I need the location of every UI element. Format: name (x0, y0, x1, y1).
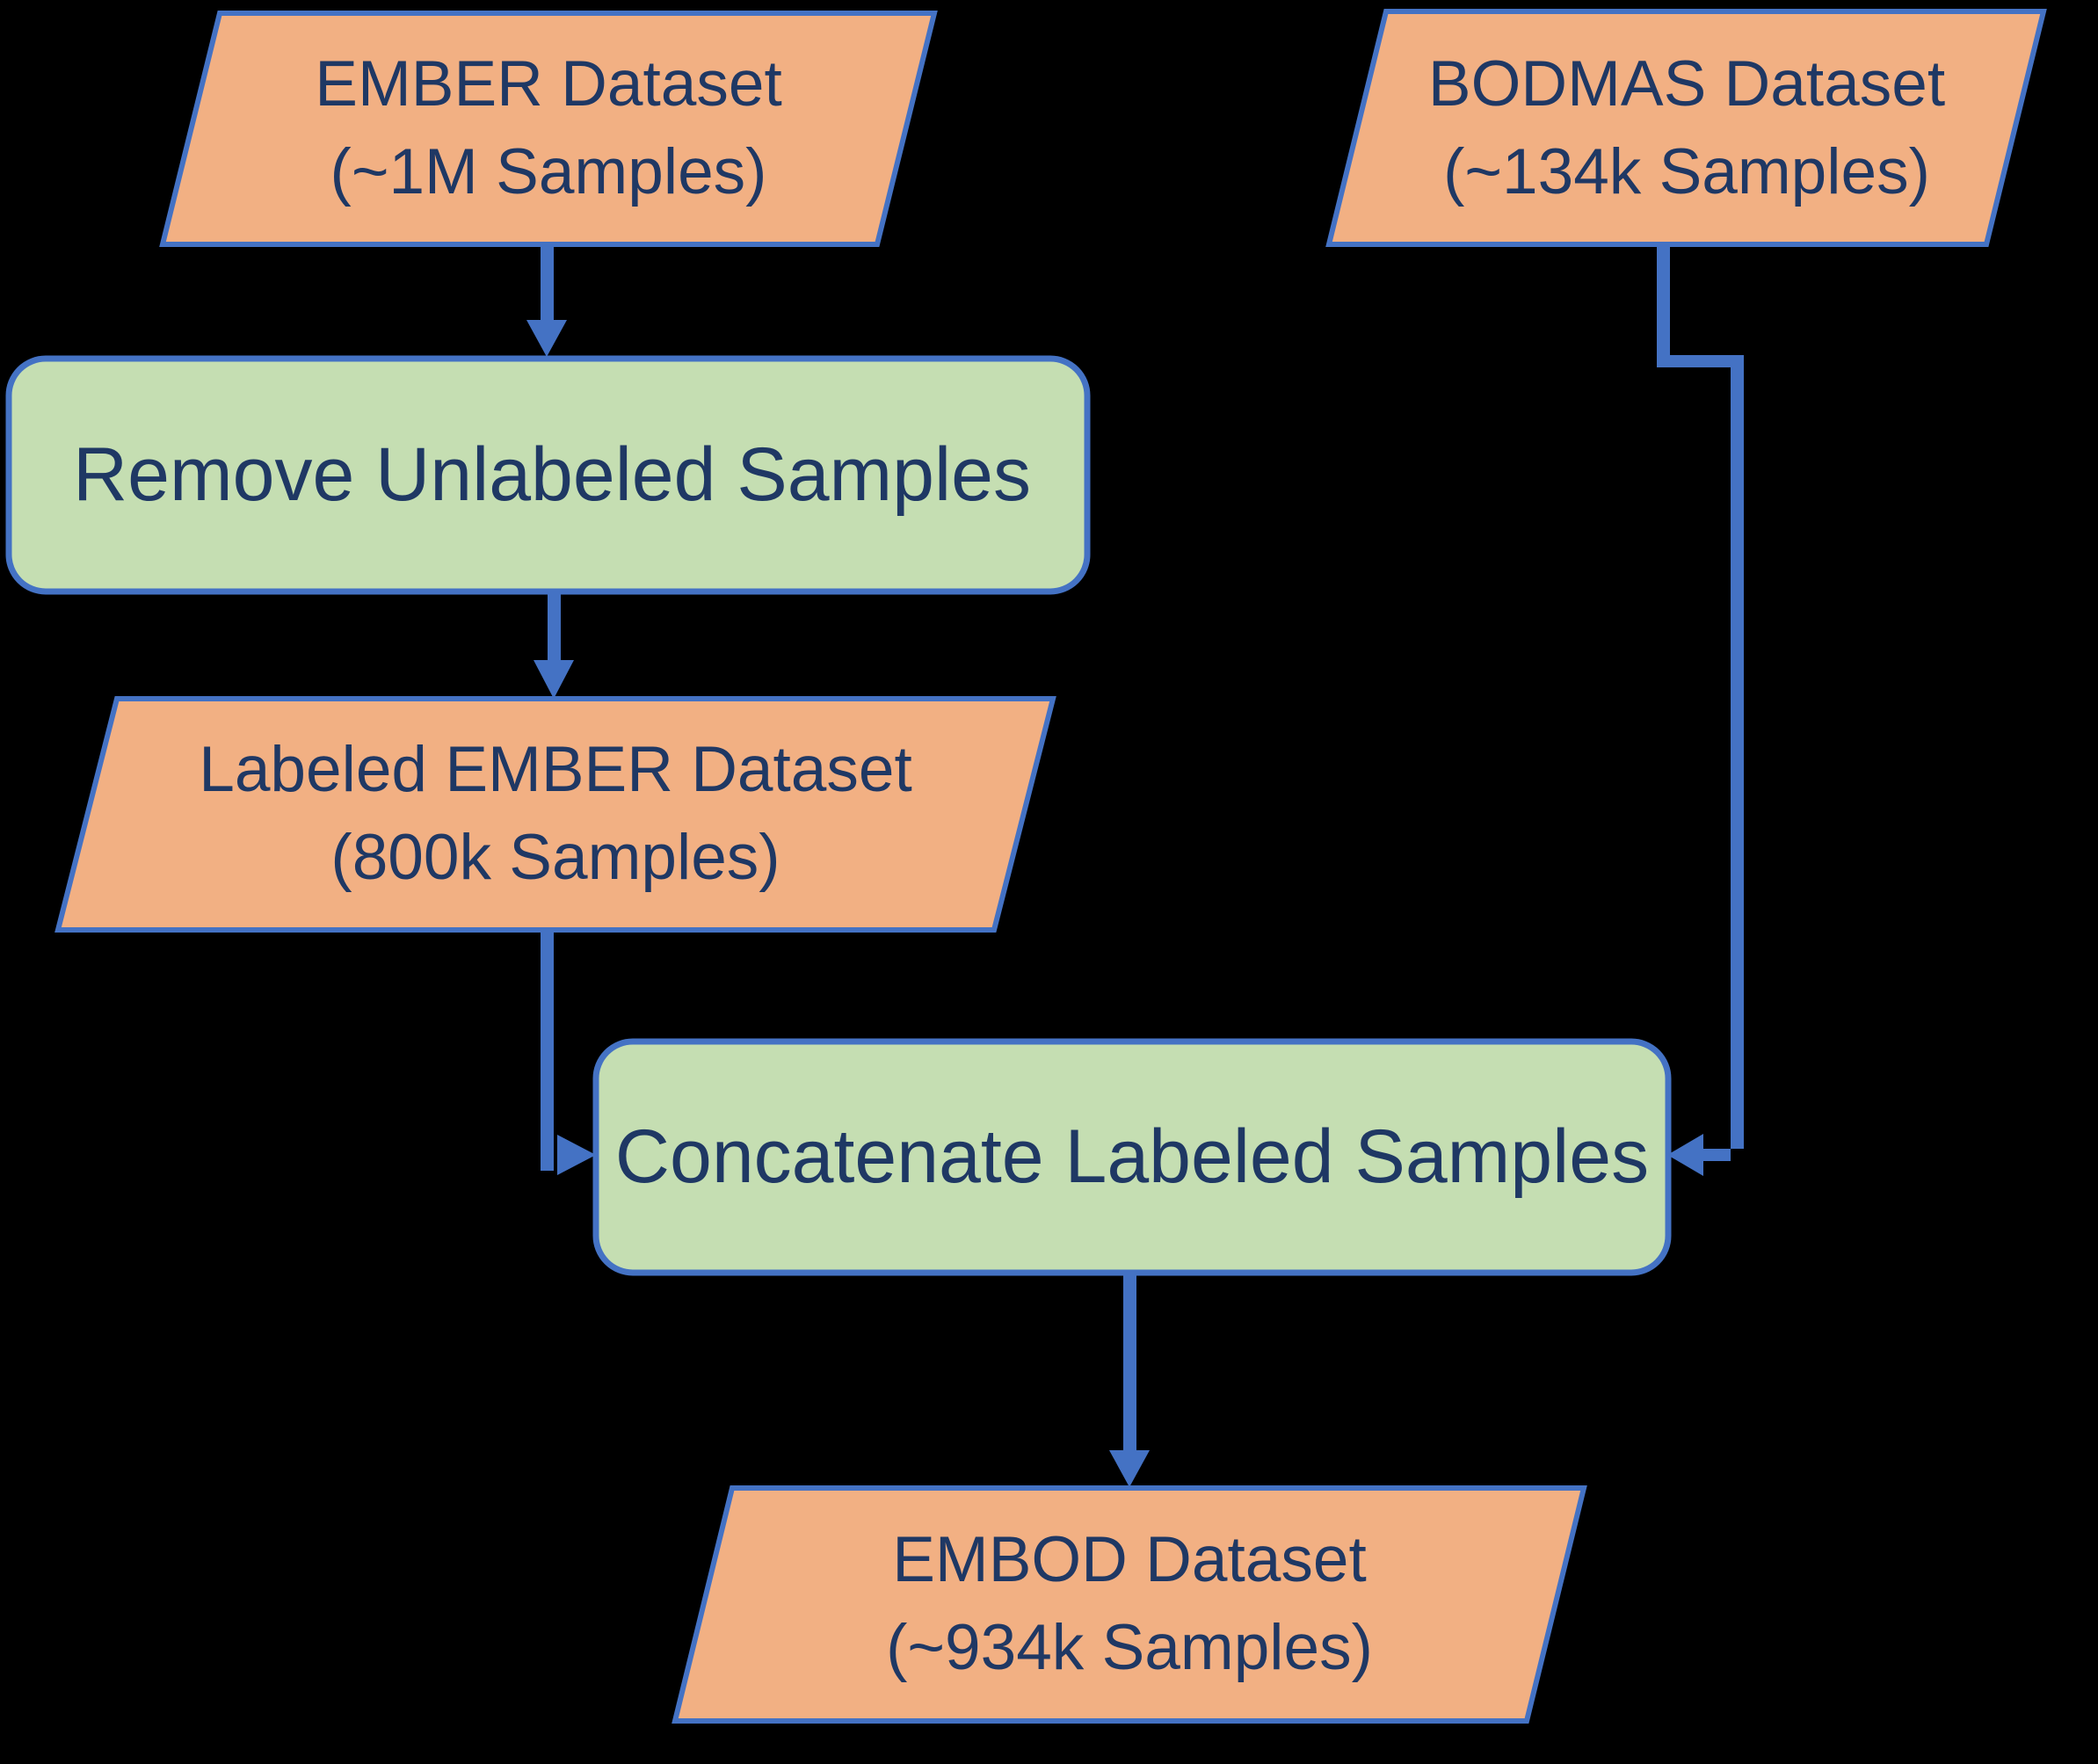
labeled-ember-dataset-label: Labeled EMBER Dataset (800k Samples) (199, 726, 912, 902)
arrow-concatenate-to-embod (1109, 1273, 1150, 1487)
embod-dataset-title: EMBOD Dataset (892, 1524, 1367, 1595)
bodmas-dataset-count: (~134k Samples) (1443, 136, 1930, 207)
bodmas-dataset-label: BODMAS Dataset (~134k Samples) (1428, 40, 1945, 216)
ember-dataset-label: EMBER Dataset (~1M Samples) (315, 40, 781, 216)
remove-unlabeled-text: Remove Unlabeled Samples (73, 432, 1031, 517)
labeled-ember-dataset-title: Labeled EMBER Dataset (199, 734, 912, 805)
concatenate-label: Concatenate Labeled Samples (615, 1113, 1649, 1201)
bodmas-dataset-shape (1325, 9, 2047, 247)
arrow-remove-unlabeled-to-labeled-ember (534, 592, 574, 699)
bodmas-dataset-title: BODMAS Dataset (1427, 48, 1946, 120)
arrow-ember-to-remove-unlabeled (526, 244, 567, 357)
remove-unlabeled-shape (5, 355, 1091, 595)
concatenate-shape (592, 1038, 1672, 1276)
connector-bodmas-to-concatenate (1657, 244, 1744, 1176)
embod-dataset-label: EMBOD Dataset (~934k Samples) (886, 1516, 1373, 1692)
embod-dataset-shape (672, 1485, 1587, 1724)
concatenate-text: Concatenate Labeled Samples (614, 1114, 1650, 1199)
ember-dataset-shape (159, 11, 938, 247)
labeled-ember-dataset-shape (54, 696, 1056, 933)
remove-unlabeled-label: Remove Unlabeled Samples (73, 431, 1031, 519)
embod-dataset-count: (~934k Samples) (886, 1612, 1373, 1683)
labeled-ember-dataset-count: (800k Samples) (330, 822, 780, 893)
arrow-labeled-ember-to-concatenate (541, 930, 596, 1175)
ember-dataset-title: EMBER Dataset (315, 48, 782, 120)
ember-dataset-count: (~1M Samples) (330, 136, 767, 207)
